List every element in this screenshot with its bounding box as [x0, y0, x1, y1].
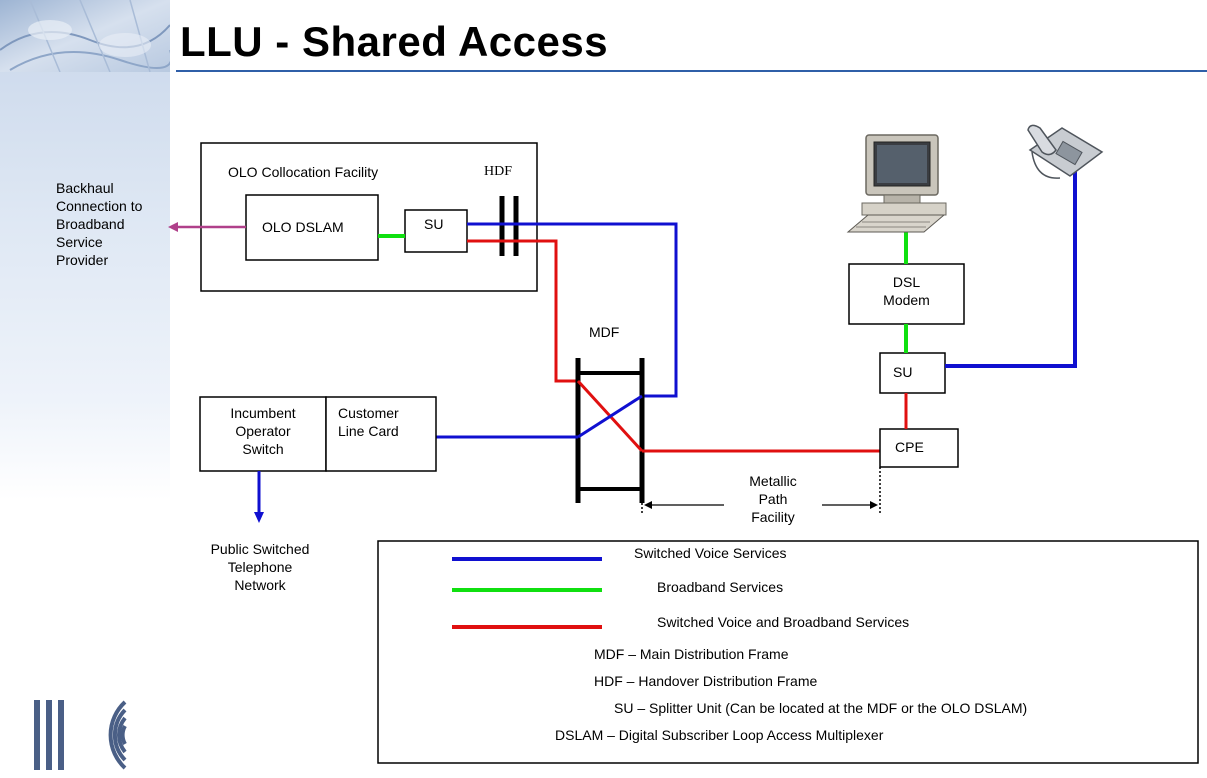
hdf-label: HDF: [484, 164, 513, 179]
page-title: LLU - Shared Access: [180, 18, 609, 65]
company-logo: [34, 700, 127, 770]
pstn-label: Public Switched Telephone Network: [190, 540, 330, 594]
voice-link-su-to-phone: [945, 170, 1077, 368]
olo-dslam-label: OLO DSLAM: [262, 219, 344, 235]
su-olo-box: [404, 209, 468, 253]
title-divider: [176, 70, 1207, 72]
legend-combined-label: Switched Voice and Broadband Services: [657, 614, 910, 630]
metallic-line-1: Metallic: [749, 473, 797, 489]
colocation-label: OLO Collocation Facility: [228, 164, 379, 180]
voice-link-su-to-mdf: [467, 222, 678, 398]
backhaul-line-1: Backhaul: [56, 180, 114, 196]
cpe-box: [879, 428, 959, 468]
incumbent-line-3: Switch: [242, 441, 284, 457]
dsl-modem-label: DSL Modem: [849, 273, 964, 309]
su-customer-label: SU: [893, 364, 913, 380]
metallic-path-right-arrowhead: [870, 501, 878, 509]
voice-cross-in-mdf: [577, 394, 643, 439]
incumbent-switch-label: Incumbent Operator Switch: [200, 404, 326, 458]
cpe-label: CPE: [895, 439, 924, 455]
customer-line-card-box: [325, 396, 437, 472]
pstn-line-1: Public Switched: [210, 541, 310, 557]
backhaul-line-5: Provider: [56, 252, 109, 268]
computer-icon: [846, 134, 947, 233]
mdf-label: MDF: [589, 324, 620, 340]
olo-dslam-box: [245, 194, 379, 261]
customer-card-line-2: Line Card: [338, 423, 399, 439]
incumbent-switch-box: [199, 396, 327, 472]
legend-box: [377, 540, 1199, 764]
corner-photo-image: [0, 0, 170, 72]
metallic-path-left-arrowhead: [644, 501, 652, 509]
customer-line-card-label: Customer Line Card: [338, 404, 399, 440]
backhaul-label: Backhaul Connection to Broadband Service…: [56, 179, 142, 269]
su-customer-box: [879, 352, 946, 394]
backhaul-arrowhead: [168, 222, 178, 232]
combined-link-su-to-mdf: [467, 239, 578, 383]
legend-voice-label: Switched Voice Services: [634, 545, 787, 561]
metallic-line-2: Path: [758, 491, 788, 507]
customer-card-line-1: Customer: [338, 405, 399, 421]
su-olo-label: SU: [424, 216, 444, 232]
pstn-line-2: Telephone: [227, 559, 293, 575]
legend-broadband-label: Broadband Services: [657, 579, 784, 595]
dsl-modem-line-1: DSL: [892, 274, 921, 290]
backhaul-line-2: Connection to: [56, 198, 143, 214]
sidebar-background: [0, 0, 170, 500]
metallic-line-3: Facility: [751, 509, 795, 525]
backhaul-line-3: Broadband: [56, 216, 125, 232]
legend-def-su: SU – Splitter Unit (Can be located at th…: [614, 700, 1028, 716]
telephone-icon: [1027, 124, 1104, 179]
pstn-line-3: Network: [234, 577, 286, 593]
legend-def-dslam: DSLAM – Digital Subscriber Loop Access M…: [555, 727, 884, 743]
backhaul-line-4: Service: [56, 234, 103, 250]
dsl-modem-line-2: Modem: [883, 292, 930, 308]
legend-def-mdf: MDF – Main Distribution Frame: [594, 646, 789, 662]
pstn-arrowhead: [254, 512, 264, 523]
metallic-path-label: Metallic Path Facility: [724, 472, 822, 526]
olo-collocation-facility-box: [200, 142, 538, 292]
incumbent-line-1: Incumbent: [230, 405, 296, 421]
incumbent-line-2: Operator: [235, 423, 291, 439]
legend-def-hdf: HDF – Handover Distribution Frame: [594, 673, 818, 689]
